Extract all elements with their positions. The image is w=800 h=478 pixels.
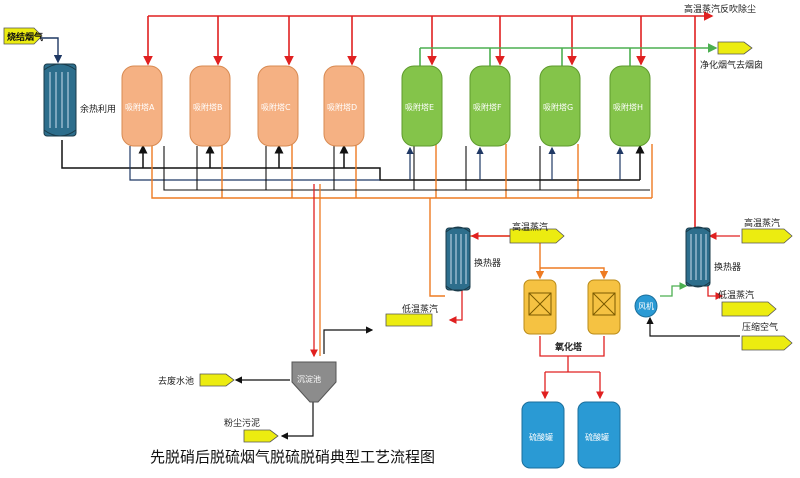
page-title: 先脱硝后脱硫烟气脱硫脱硝典型工艺流程图 [150, 448, 435, 466]
svg-text:低温蒸汽: 低温蒸汽 [718, 289, 754, 301]
adsorption-tower-label: 吸附塔F [473, 102, 502, 112]
svg-text:硫酸罐: 硫酸罐 [529, 432, 553, 442]
settling-tank: 沉淀池 去废水池 粉尘污泥 [158, 361, 337, 443]
clean-gas-tag: 净化烟气去烟囱 [700, 41, 763, 71]
heat-exchanger-2: 换热器 高温蒸汽 低温蒸汽 风机 压缩空气 [634, 217, 793, 351]
adsorption-tower-label: 吸附塔D [327, 102, 357, 112]
pipes [36, 11, 740, 440]
adsorption-tower-label: 吸附塔G [543, 102, 573, 112]
steam-purge-label: 高温蒸汽反吹除尘 [684, 3, 756, 15]
svg-text:去废水池: 去废水池 [158, 375, 194, 387]
waste-heat-label: 余热利用 [80, 103, 116, 115]
svg-text:高温蒸汽: 高温蒸汽 [744, 217, 780, 229]
svg-text:高温蒸汽: 高温蒸汽 [512, 221, 548, 233]
svg-text:高温蒸汽反吹除尘: 高温蒸汽反吹除尘 [684, 3, 756, 15]
svg-text:粉尘污泥: 粉尘污泥 [224, 417, 260, 429]
svg-text:低温蒸汽: 低温蒸汽 [402, 303, 438, 315]
sulfuric-acid-tanks: 硫酸罐 硫酸罐 [521, 401, 621, 469]
fan-icon: 风机 [638, 301, 654, 311]
heat-exchanger-1: 换热器 高温蒸汽 低温蒸汽 [385, 221, 565, 327]
adsorption-tower-label: 吸附塔B [193, 102, 223, 112]
adsorption-tower: 吸附塔B [189, 65, 231, 147]
svg-text:换热器: 换热器 [474, 257, 501, 269]
adsorption-tower-label: 吸附塔A [125, 102, 155, 112]
adsorption-tower: 吸附塔D [323, 65, 365, 147]
adsorption-tower: 吸附塔G [539, 65, 581, 147]
oxidation-tower: 氧化塔 [523, 279, 621, 353]
svg-text:氧化塔: 氧化塔 [554, 341, 583, 353]
svg-text:硫酸罐: 硫酸罐 [585, 432, 609, 442]
adsorption-tower-label: 吸附塔E [405, 102, 434, 112]
adsorption-tower-label: 吸附塔H [613, 102, 643, 112]
svg-text:沉淀池: 沉淀池 [297, 374, 321, 384]
adsorption-tower: 吸附塔C [257, 65, 299, 147]
adsorption-tower-label: 吸附塔C [261, 102, 291, 112]
adsorption-tower: 吸附塔E [401, 65, 443, 147]
adsorption-tower: 吸附塔F [469, 65, 511, 147]
svg-text:烧结烟气: 烧结烟气 [7, 31, 43, 43]
waste-heat-exchanger: 余热利用 [43, 63, 116, 137]
svg-text:压缩空气: 压缩空气 [742, 321, 778, 333]
adsorption-tower: 吸附塔A [121, 65, 163, 147]
adsorption-towers: 吸附塔A 吸附塔B 吸附塔C 吸附塔D 吸附塔E 吸附塔F 吸附塔G 吸附塔H [121, 65, 651, 147]
svg-text:净化烟气去烟囱: 净化烟气去烟囱 [700, 59, 763, 71]
sinter-flue-gas-tag: 烧结烟气 [3, 27, 43, 45]
adsorption-tower: 吸附塔H [609, 65, 651, 147]
svg-text:换热器: 换热器 [714, 261, 741, 273]
